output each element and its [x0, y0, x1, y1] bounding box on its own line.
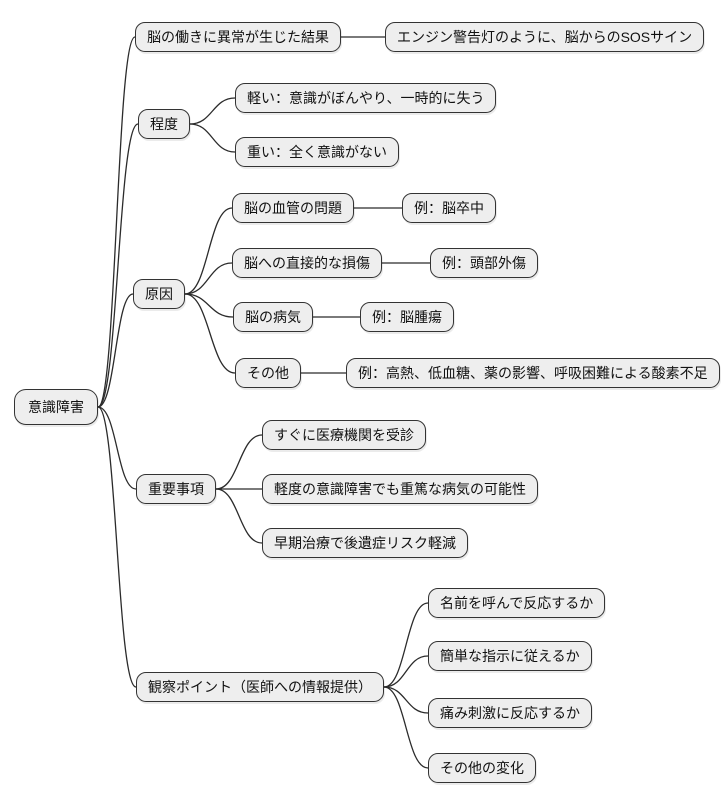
node-cause: 原因	[133, 278, 185, 310]
node-observation-points: 観察ポイント（医師への情報提供）	[136, 671, 384, 703]
edge-observe-observe_1	[383, 602, 429, 688]
node-other-changes: その他の変化	[428, 752, 536, 784]
node-cause-vascular: 脳の血管の問題	[232, 192, 354, 224]
edge-cause-cause_other	[184, 293, 236, 374]
edge-degree-degree_severe	[189, 123, 236, 153]
node-degree-severe: 重い：全く意識がない	[235, 136, 399, 168]
node-root: 意識障害	[14, 388, 98, 426]
edge-important-important_3	[215, 488, 263, 544]
node-example-brain-tumor: 例：脳腫瘍	[360, 301, 454, 333]
edge-degree-degree_mild	[189, 97, 236, 125]
node-degree: 程度	[138, 108, 190, 140]
edge-cause-cause_disease	[184, 293, 234, 318]
node-responds-to-pain: 痛み刺激に反応するか	[428, 697, 592, 729]
node-follows-instructions: 簡単な指示に従えるか	[428, 640, 592, 672]
node-important-matters: 重要事項	[136, 473, 216, 505]
edge-root-important	[97, 406, 137, 490]
edge-observe-observe_2	[383, 655, 429, 688]
edge-cause-cause_injury	[184, 262, 233, 295]
node-degree-mild: 軽い：意識がぼんやり、一時的に失う	[235, 82, 497, 114]
edge-root-observe	[97, 406, 137, 688]
node-responds-to-name: 名前を呼んで反応するか	[428, 587, 606, 619]
node-mild-can-be-serious: 軽度の意識障害でも重篤な病気の可能性	[262, 473, 538, 505]
node-cause-direct-injury: 脳への直接的な損傷	[232, 247, 382, 279]
edge-root-cause	[97, 293, 134, 408]
node-brain-malfunction-result: 脳の働きに異常が生じた結果	[135, 21, 341, 53]
node-example-stroke: 例：脳卒中	[402, 192, 496, 224]
node-cause-other: その他	[235, 357, 301, 389]
edge-root-degree	[97, 123, 139, 408]
node-example-other-causes: 例：高熱、低血糖、薬の影響、呼吸困難による酸素不足	[346, 357, 720, 389]
edge-cause-cause_vascular	[184, 207, 233, 295]
edge-important-important_1	[215, 434, 263, 490]
edge-root-result	[97, 36, 136, 408]
edge-observe-observe_3	[383, 686, 429, 714]
node-see-doctor-immediately: すぐに医療機関を受診	[262, 419, 426, 451]
node-early-treatment: 早期治療で後遺症リスク軽減	[262, 527, 468, 559]
node-cause-brain-disease: 脳の病気	[233, 301, 313, 333]
node-example-head-trauma: 例：頭部外傷	[430, 247, 538, 279]
edge-observe-observe_4	[383, 686, 429, 769]
node-sos-sign-note: エンジン警告灯のように、脳からのSOSサイン	[385, 21, 705, 53]
